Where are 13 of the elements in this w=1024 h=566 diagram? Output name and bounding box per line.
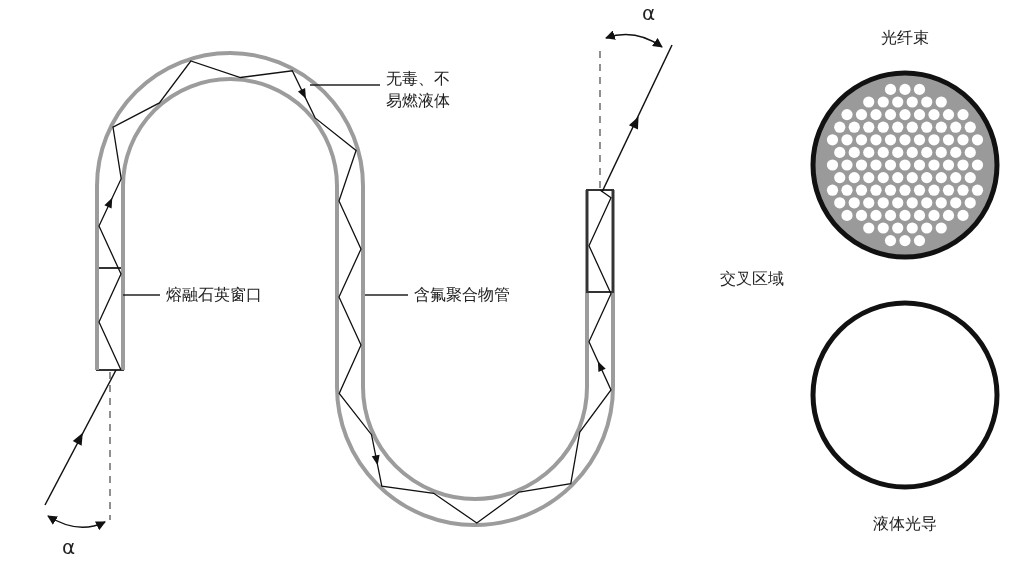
part-label: 含氟聚合物管 xyxy=(414,284,510,306)
fiber-bundle-cross-section xyxy=(810,70,1000,260)
section-label: 交叉区域 xyxy=(720,268,784,290)
liquid-guide-cross-section xyxy=(810,300,1000,490)
angle-label: α xyxy=(62,536,76,558)
leader-line xyxy=(364,294,409,296)
node-label: 光纤束 xyxy=(881,27,929,49)
part-label: 无毒、不易燃液体 xyxy=(386,68,456,112)
leader-line xyxy=(309,84,381,86)
node-label: 液体光导 xyxy=(873,513,937,535)
part-label: 熔融石英窗口 xyxy=(166,284,262,306)
leader-line xyxy=(122,294,161,296)
angle-label: α xyxy=(642,2,656,24)
